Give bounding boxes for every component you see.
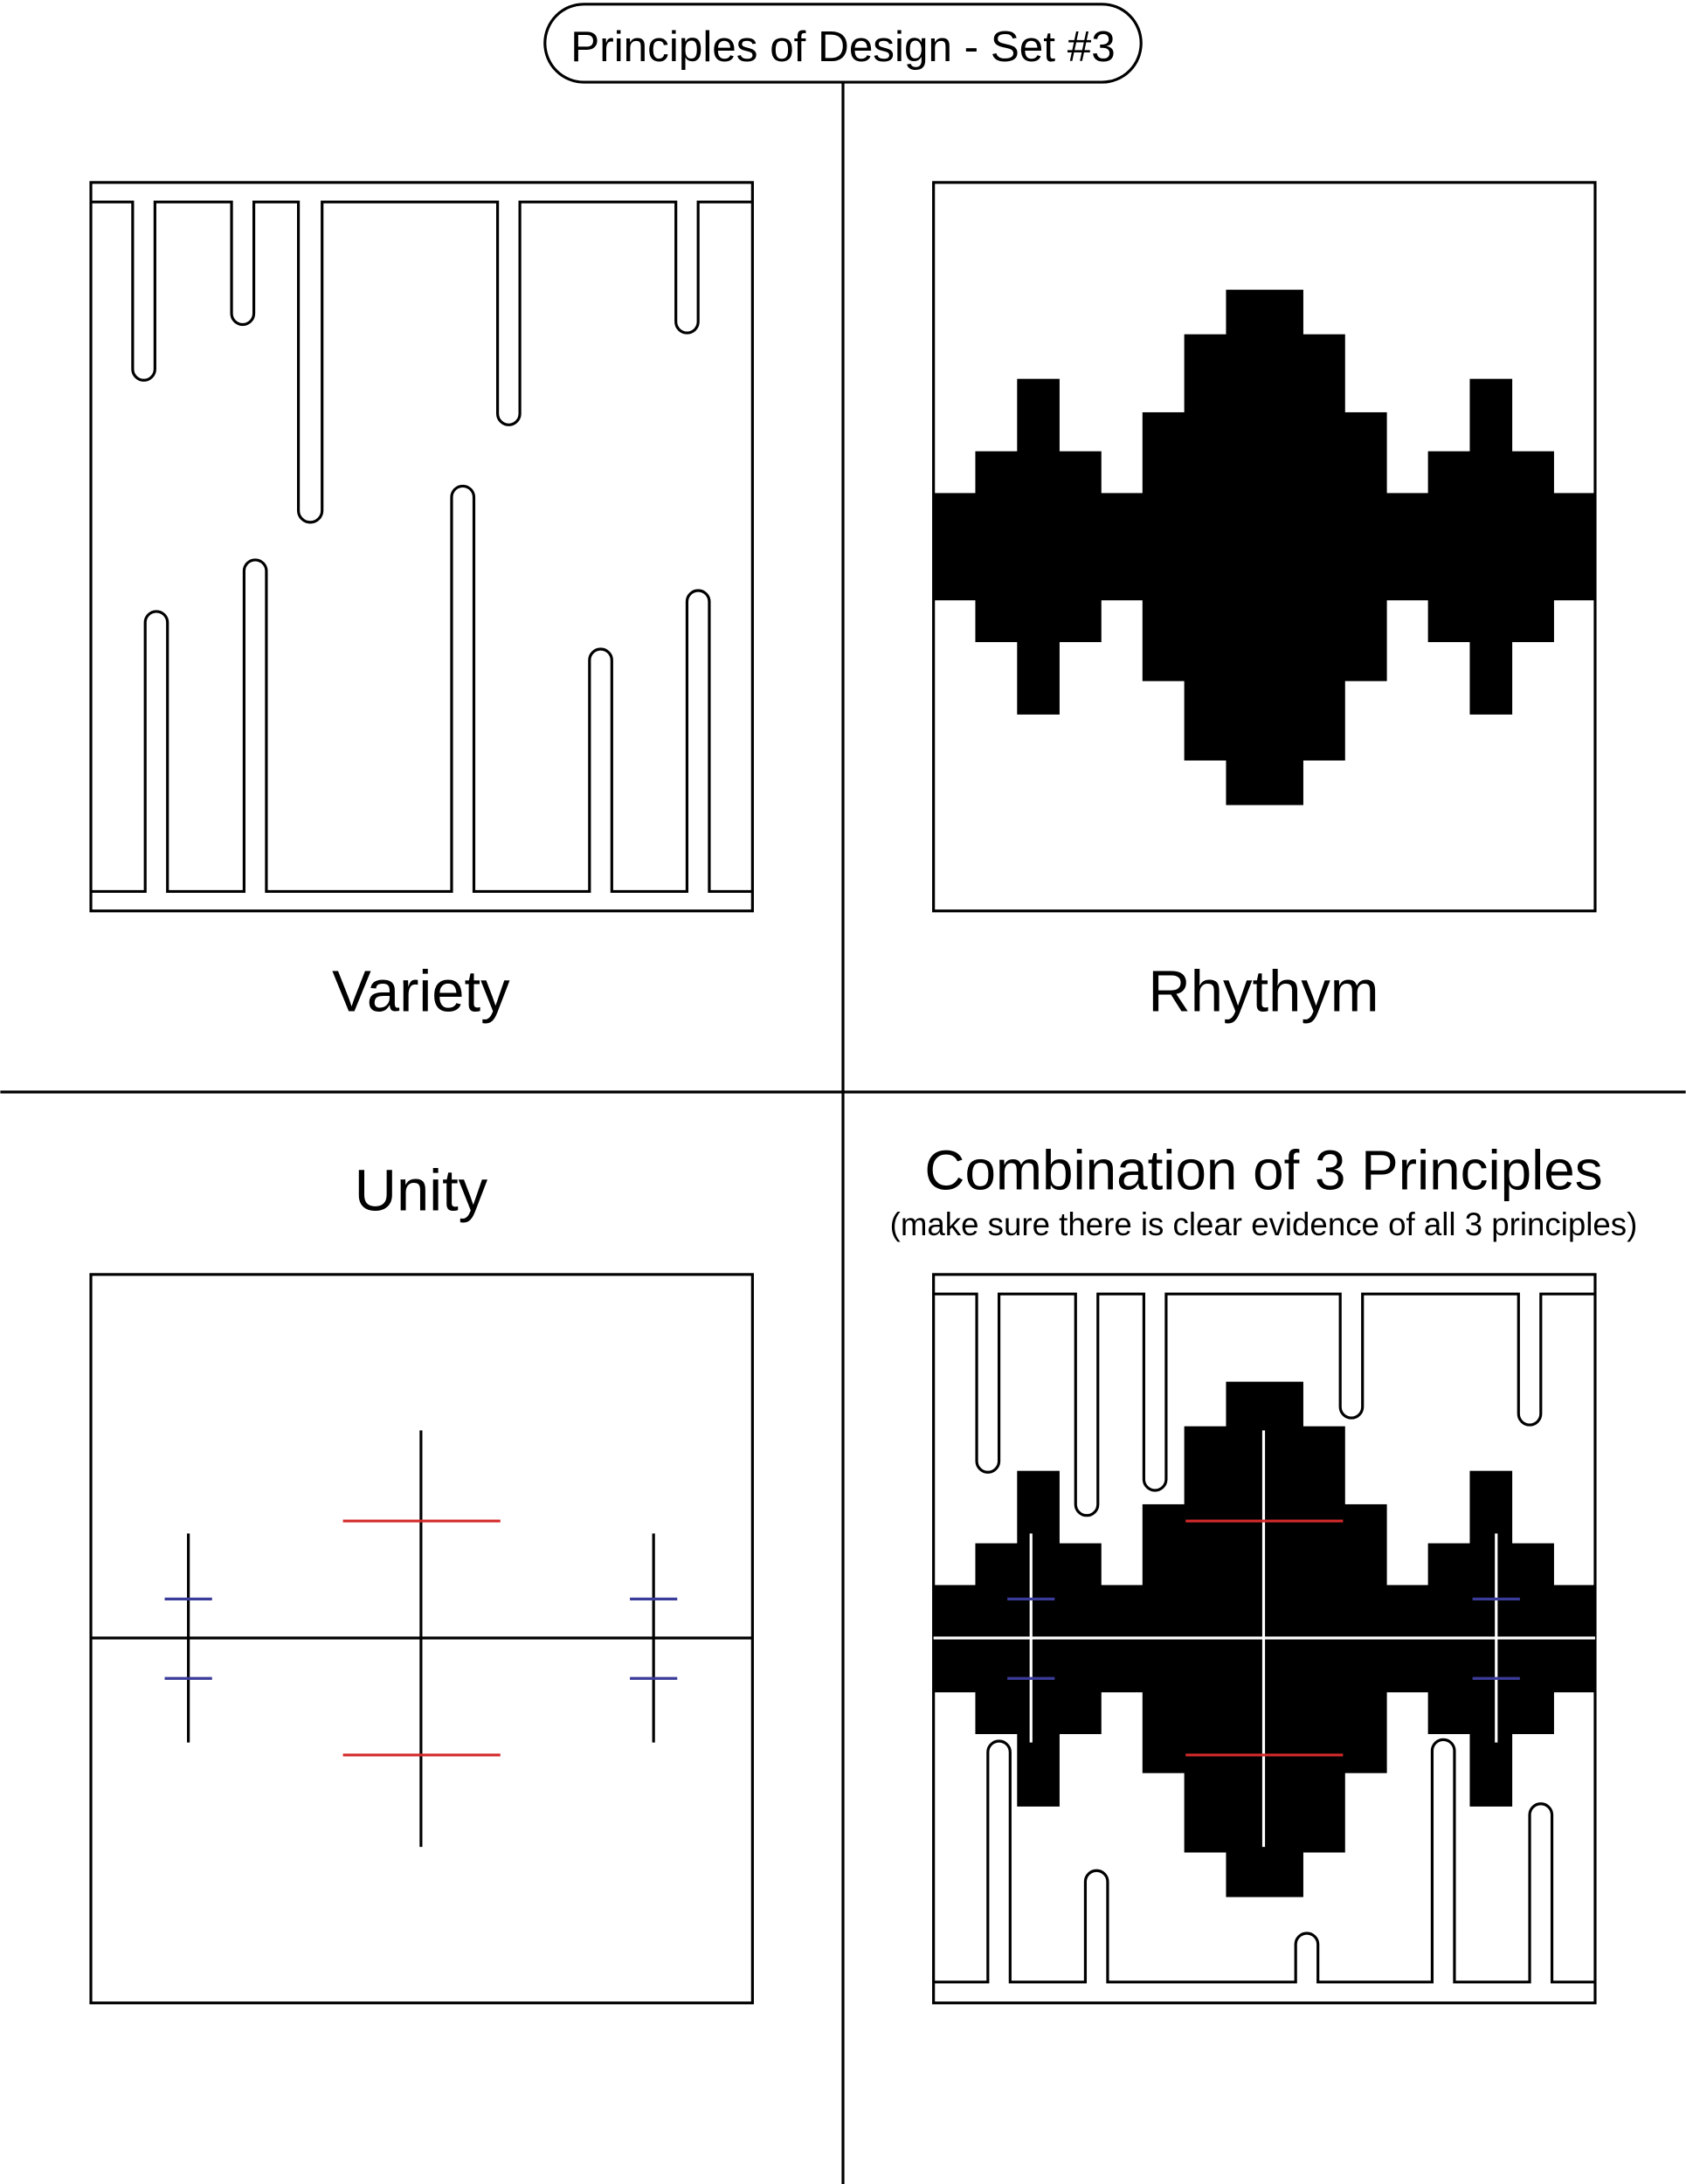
rhythm-block [1344,411,1387,681]
rhythm-block [1184,334,1227,761]
variety-label: Variety [332,959,510,1025]
top-finger-strip [933,1292,1595,1517]
title-pill: Principles of Design - Set #3 [543,3,1143,84]
unity-label: Unity [355,1158,488,1224]
rhythm-block [1100,493,1144,601]
rhythm-block [1017,378,1060,715]
bottom-finger-strip [91,484,753,894]
rhythm-block [1469,378,1513,715]
variety-panel [89,181,754,913]
page-title: Principles of Design - Set #3 [570,23,1115,71]
combination-sublabel: (make sure there is clear evidence of al… [890,1206,1638,1242]
unity-panel [89,1273,754,2005]
rhythm-block [933,493,977,601]
rhythm-block [1385,493,1429,601]
rhythm-block [1553,493,1596,601]
rhythm-block [1427,451,1471,643]
top-finger-strip [91,200,753,524]
bottom-finger-strip [933,1738,1595,1984]
rhythm-block [1059,451,1102,643]
rhythm-block [975,451,1019,643]
panel-frame [89,181,754,913]
combination-panel [932,1273,1597,2005]
rhythm-block [1142,411,1185,681]
rhythm-label: Rhythym [1148,959,1379,1025]
rhythm-block [1511,451,1554,643]
rhythm-panel [932,181,1597,913]
rhythm-block [1226,289,1303,805]
combination-label: Combination of 3 Principles [924,1139,1602,1202]
rhythm-block [1303,334,1345,761]
